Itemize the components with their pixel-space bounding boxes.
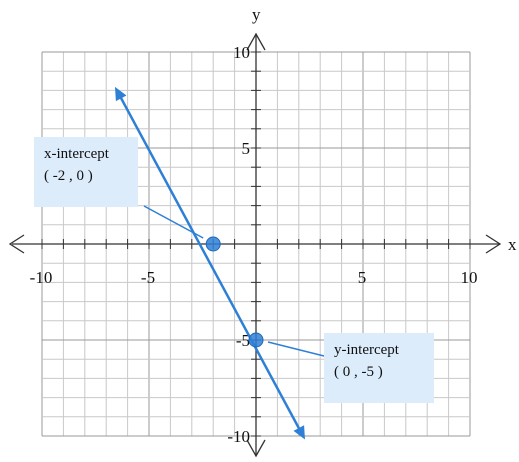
line-arrowhead-bottom <box>293 425 305 440</box>
x-tick-label: -5 <box>141 268 155 287</box>
y-intercept-leader <box>267 341 325 357</box>
x-intercept-coords: ( -2 , 0 ) <box>44 168 93 184</box>
y-tick-label: -5 <box>236 331 250 350</box>
callout-leader-lines <box>143 205 325 357</box>
x-intercept-point <box>205 236 221 252</box>
y-intercept-coords: ( 0 , -5 ) <box>334 364 383 380</box>
line-y-equals-neg2.5x-minus5 <box>115 89 305 437</box>
axes <box>8 32 502 458</box>
x-intercept-callout: x-intercept ( -2 , 0 ) <box>34 137 138 207</box>
line-arrowhead-top <box>115 86 127 102</box>
x-axis-label: x <box>508 235 517 254</box>
y-intercept-callout: y-intercept ( 0 , -5 ) <box>324 333 434 403</box>
y-intercept-point <box>248 332 264 348</box>
x-axis-arrow-left <box>8 234 25 254</box>
tick-labels: x y -10 -5 5 10 10 5 -5 -10 <box>30 5 517 446</box>
x-tick-label: 10 <box>461 268 478 287</box>
y-axis-arrow-top <box>246 32 266 51</box>
y-axis-arrow-bottom <box>246 439 266 458</box>
x-tick-label: 5 <box>358 268 367 287</box>
y-tick-label: 10 <box>233 43 250 62</box>
y-intercept-title: y-intercept <box>334 342 399 358</box>
y-tick-label: 5 <box>242 139 251 158</box>
intercept-points <box>205 236 264 348</box>
x-axis-arrow-right <box>485 234 502 254</box>
y-tick-label: -10 <box>227 427 250 446</box>
y-axis-label: y <box>252 5 261 24</box>
x-intercept-title: x-intercept <box>44 146 109 162</box>
x-tick-label: -10 <box>30 268 53 287</box>
line-series <box>115 86 305 440</box>
